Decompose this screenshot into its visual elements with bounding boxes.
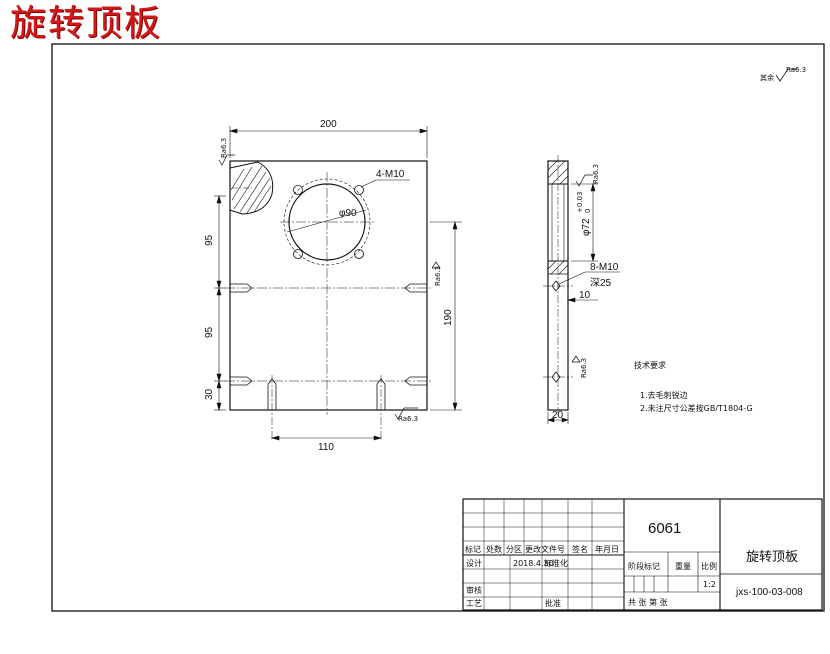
side-offset-dim: 10	[579, 290, 591, 301]
tb-scale-value: 1:2	[703, 580, 716, 589]
front-thread-callout: 4-M10	[376, 169, 405, 180]
tb-header-sign: 签名	[572, 544, 588, 554]
general-roughness-note: 其余 Ra6.3	[760, 66, 806, 82]
tb-standardize-label: 标准化	[544, 558, 568, 568]
title-block	[462, 498, 823, 611]
tb-process-label: 工艺	[466, 599, 482, 608]
tb-header-date: 年月日	[595, 544, 619, 554]
tb-design-date: 2018.4.30	[513, 559, 554, 568]
side-roughness-bottom: Ra6.3	[580, 358, 588, 378]
side-roughness-top: Ra6.3	[592, 164, 600, 184]
tb-drawing-number: jxs-100-03-008	[735, 587, 803, 598]
side-thickness-dim: 20	[552, 410, 564, 421]
front-roughness-bottom: Ra6.3	[398, 415, 418, 423]
side-bore-tol-upper: +0.03	[576, 192, 584, 213]
tb-material: 6061	[648, 520, 681, 537]
tb-header-zone: 分区	[506, 545, 522, 554]
tb-sheets-label: 共 张 第 张	[628, 597, 668, 607]
front-width-dim: 200	[320, 119, 337, 130]
front-left-lower-dim: 30	[204, 388, 215, 400]
tb-header-change-doc: 更改文件号	[525, 544, 565, 554]
front-view-outline	[229, 160, 428, 411]
side-bore-tol-lower: 0	[584, 209, 592, 213]
tb-stage-label: 阶段标记	[628, 561, 660, 571]
front-roughness-left: Ra6.3	[220, 138, 228, 158]
tb-header-count: 处数	[486, 544, 502, 554]
svg-text:其余: 其余	[760, 73, 774, 82]
side-thread-depth: 深25	[590, 277, 612, 289]
front-bottom-holes-dim: 110	[318, 442, 334, 453]
tech-requirement-2: 2.未注尺寸公差按GB/T1804-G	[640, 403, 753, 413]
tb-header-mark: 标记	[465, 544, 481, 554]
side-bore-dim: φ72	[581, 218, 592, 236]
front-height-dim: 190	[443, 309, 454, 326]
tb-review-label: 审核	[466, 585, 482, 595]
tb-part-name: 旋转顶板	[746, 550, 798, 565]
tb-approve-label: 批准	[545, 598, 561, 608]
front-view	[214, 126, 462, 441]
front-bore-dim: φ90	[339, 208, 357, 219]
tech-requirement-1: 1.去毛刺锐边	[640, 390, 688, 400]
tb-design-label: 设计	[466, 558, 482, 568]
side-view	[543, 155, 620, 424]
tb-weight-label: 重量	[675, 561, 691, 571]
svg-text:Ra6.3: Ra6.3	[786, 66, 806, 74]
front-left-upper-dim: 95	[204, 234, 215, 246]
tb-scale-label: 比例	[701, 561, 717, 571]
side-thread-callout: 8-M10	[590, 262, 619, 273]
front-roughness-right: Ra6.3	[434, 266, 442, 286]
drawing-border	[51, 43, 825, 612]
drawing-title-banner: 旋转顶板	[10, 3, 163, 44]
front-left-middle-dim: 95	[204, 326, 215, 338]
tech-requirements-heading: 技术要求	[634, 360, 666, 370]
